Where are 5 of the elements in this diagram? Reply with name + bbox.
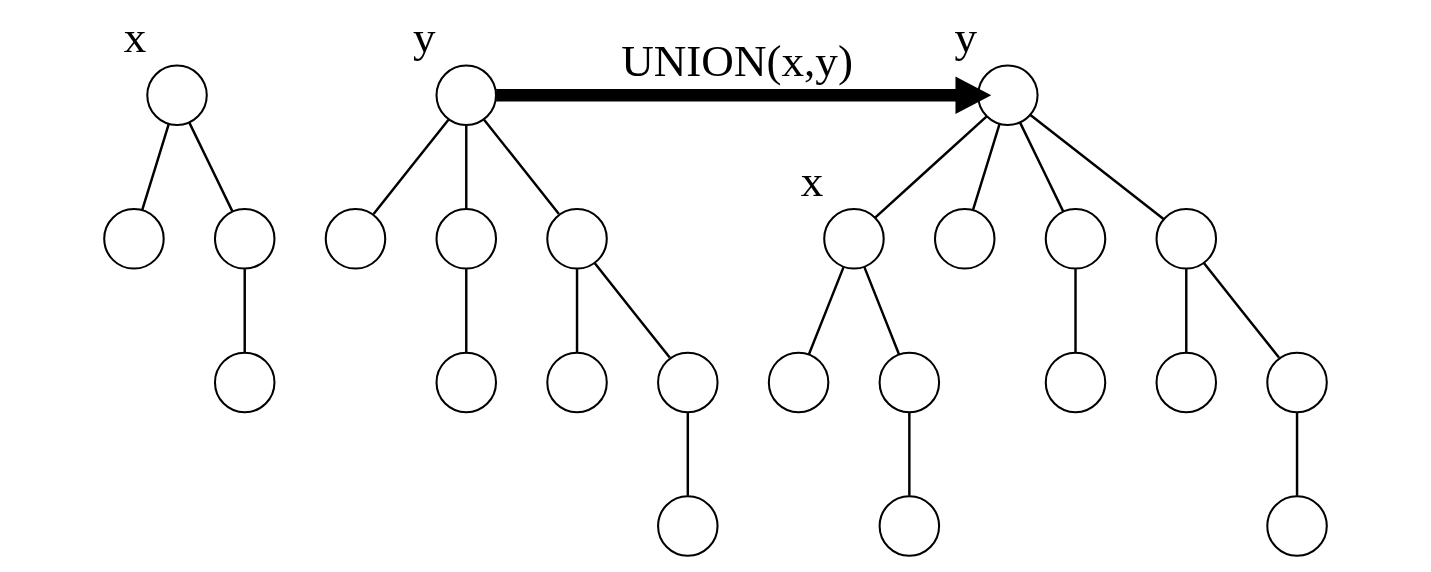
node-label: x — [800, 155, 824, 206]
edge-label: UNION(x,y) — [621, 35, 853, 86]
node-label: y — [412, 12, 436, 63]
node-label: x — [123, 12, 147, 63]
node-label: y — [954, 12, 978, 63]
